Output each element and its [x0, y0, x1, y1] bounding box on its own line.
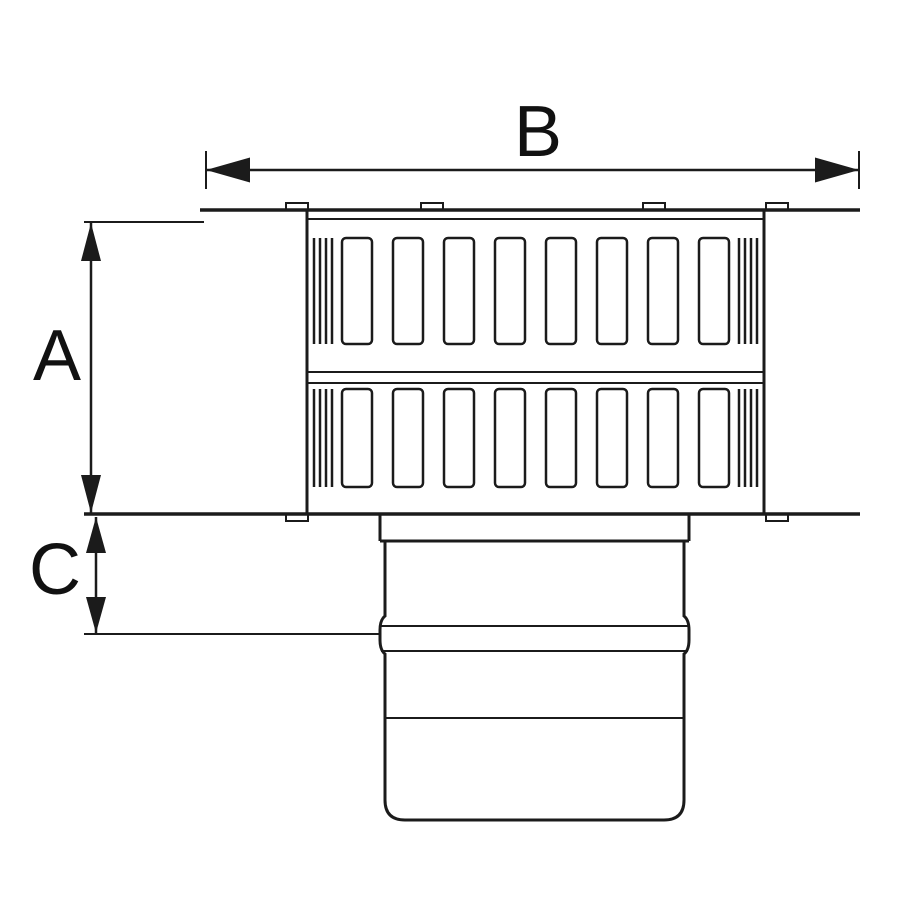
bottom-plate-tab: [765, 513, 789, 522]
dimension-c: C: [29, 517, 381, 635]
dimension-b-label: B: [514, 92, 562, 172]
louver-slot: [493, 236, 527, 346]
louver-slot: [391, 236, 425, 346]
arrowhead-down-icon: [81, 475, 101, 513]
louver-slot: [697, 236, 731, 346]
louver-edge-lines-top: [312, 238, 759, 344]
louver-slots-top-row: [340, 236, 731, 346]
louver-slot: [493, 387, 527, 489]
top-plate-tab: [642, 202, 666, 211]
louver-slot: [340, 236, 374, 346]
louver-slot: [391, 387, 425, 489]
cap-top-plate: [200, 202, 860, 212]
dimension-a-label: A: [33, 316, 81, 396]
louver-slot: [442, 387, 476, 489]
dimension-b: B: [205, 92, 860, 189]
louver-slots-bottom-row: [340, 387, 731, 489]
louver-slot: [340, 387, 374, 489]
louver-slot: [544, 387, 578, 489]
louver-slot: [595, 387, 629, 489]
louver-slot: [646, 236, 680, 346]
arrowhead-up-icon: [86, 517, 106, 553]
top-plate-tab: [420, 202, 444, 211]
top-plate-tab: [285, 202, 309, 211]
louver-body: [305, 210, 766, 514]
pipe-adapter: [378, 514, 691, 822]
dimension-a: A: [33, 221, 204, 513]
arrowhead-right-icon: [815, 157, 859, 183]
louver-slot: [544, 236, 578, 346]
cap-bottom-plate: [84, 512, 860, 522]
top-plate-tab: [765, 202, 789, 211]
pipe-outline: [378, 541, 691, 822]
louver-slot: [646, 387, 680, 489]
arrowhead-down-icon: [86, 597, 106, 633]
arrowhead-left-icon: [206, 157, 250, 183]
louver-slot: [442, 236, 476, 346]
louver-slot: [697, 387, 731, 489]
louver-slot: [595, 236, 629, 346]
arrowhead-up-icon: [81, 223, 101, 261]
louver-edge-lines-bottom: [312, 389, 759, 487]
bottom-plate-tab: [285, 513, 309, 522]
dimension-c-label: C: [29, 530, 81, 610]
